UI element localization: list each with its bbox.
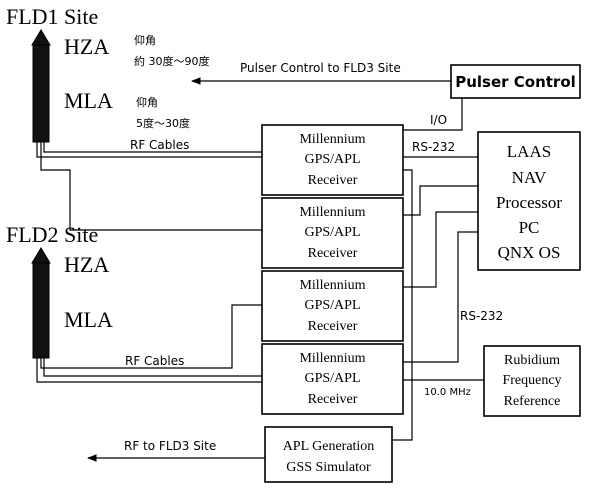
receiver-bus-line <box>392 169 413 441</box>
receiver-1-line-2: GPS/APL <box>304 152 360 167</box>
rs232-mid-label: RS-232 <box>460 309 503 323</box>
fld1-site-title: FLD1 Site <box>6 4 98 29</box>
rs232-top-label: RS-232 <box>412 140 455 154</box>
rs232-link-receiver-2 <box>403 185 478 216</box>
fld1-hza-elevation-label: 仰角 <box>134 33 156 47</box>
fld1-hza-label: HZA <box>64 34 109 59</box>
processor-line-3: Processor <box>496 193 562 212</box>
frequency-label: 10.0 MHz <box>424 387 471 398</box>
apl-gss-simulator-box <box>264 426 393 483</box>
processor-line-1: LAAS <box>507 142 551 161</box>
io-label: I/O <box>430 113 447 127</box>
receiver-box-2 <box>261 197 404 269</box>
rs232-link-receiver-4 <box>403 231 478 363</box>
receiver-4-line-1: Millennium <box>299 351 365 366</box>
fld2-hza-label: HZA <box>64 252 109 277</box>
fld2-rf-cable-a <box>36 358 262 383</box>
fld1-mla-elevation-label: 仰角 <box>136 95 158 109</box>
rs232-link-receiver-3 <box>403 211 478 288</box>
fld1-antenna-tip-icon <box>31 29 51 46</box>
processor-line-5: QNX OS <box>498 243 561 262</box>
receiver-3-line-2: GPS/APL <box>304 298 360 313</box>
pulser-control-box <box>450 64 581 99</box>
receiver-4-line-3: Receiver <box>308 392 358 407</box>
receiver-3-line-3: Receiver <box>308 319 358 334</box>
receiver-box-3 <box>261 270 404 342</box>
rubidium-line-1: Rubidium <box>504 353 560 368</box>
fld2-rf-cable-b <box>43 358 262 377</box>
rf-to-fld3-label: RF to FLD3 Site <box>124 439 216 453</box>
fld1-rf-cable-c <box>40 142 262 231</box>
rf-cables-label-2: RF Cables <box>125 354 184 368</box>
rubidium-line-2: Frequency <box>502 373 561 388</box>
receiver-2-line-2: GPS/APL <box>304 225 360 240</box>
processor-line-4: PC <box>519 218 540 237</box>
fld2-rf-cable-c <box>40 304 262 369</box>
fld1-rf-cable-a <box>36 142 262 158</box>
receiver-4-line-2: GPS/APL <box>304 371 360 386</box>
fld1-mla-elevation-range: 5度～30度 <box>136 116 190 130</box>
laas-processor-box <box>477 131 581 271</box>
fld2-site-title: FLD2 Site <box>6 222 98 247</box>
fld1-antenna-mast <box>32 44 50 143</box>
rubidium-line-3: Reference <box>504 394 561 409</box>
fld2-mla-label: MLA <box>64 307 113 332</box>
receiver-1-line-3: Receiver <box>308 173 358 188</box>
rubidium-reference-box <box>483 345 581 417</box>
fld2-antenna-mast <box>32 262 50 359</box>
fld1-hza-elevation-range: 約 30度～90度 <box>134 54 210 68</box>
receiver-box-4 <box>261 343 404 415</box>
pulser-io-line <box>403 98 463 131</box>
receiver-3-line-1: Millennium <box>299 278 365 293</box>
receiver-2-line-3: Receiver <box>308 246 358 261</box>
apl-generator-line-2: GSS Simulator <box>286 460 371 475</box>
receiver-box-1 <box>261 124 404 196</box>
fld1-rf-cable-b <box>43 142 262 153</box>
receiver-1-line-1: Millennium <box>299 132 365 147</box>
pulser-control-label: Pulser Control <box>455 73 576 91</box>
processor-line-2: NAV <box>512 168 547 187</box>
receiver-2-line-1: Millennium <box>299 205 365 220</box>
fld2-antenna-tip-icon <box>31 247 51 264</box>
fld1-mla-label: MLA <box>64 88 113 113</box>
pulser-to-fld3-label: Pulser Control to FLD3 Site <box>240 61 401 75</box>
rf-cables-label-1: RF Cables <box>130 138 189 152</box>
apl-generator-line-1: APL Generation <box>283 439 375 454</box>
